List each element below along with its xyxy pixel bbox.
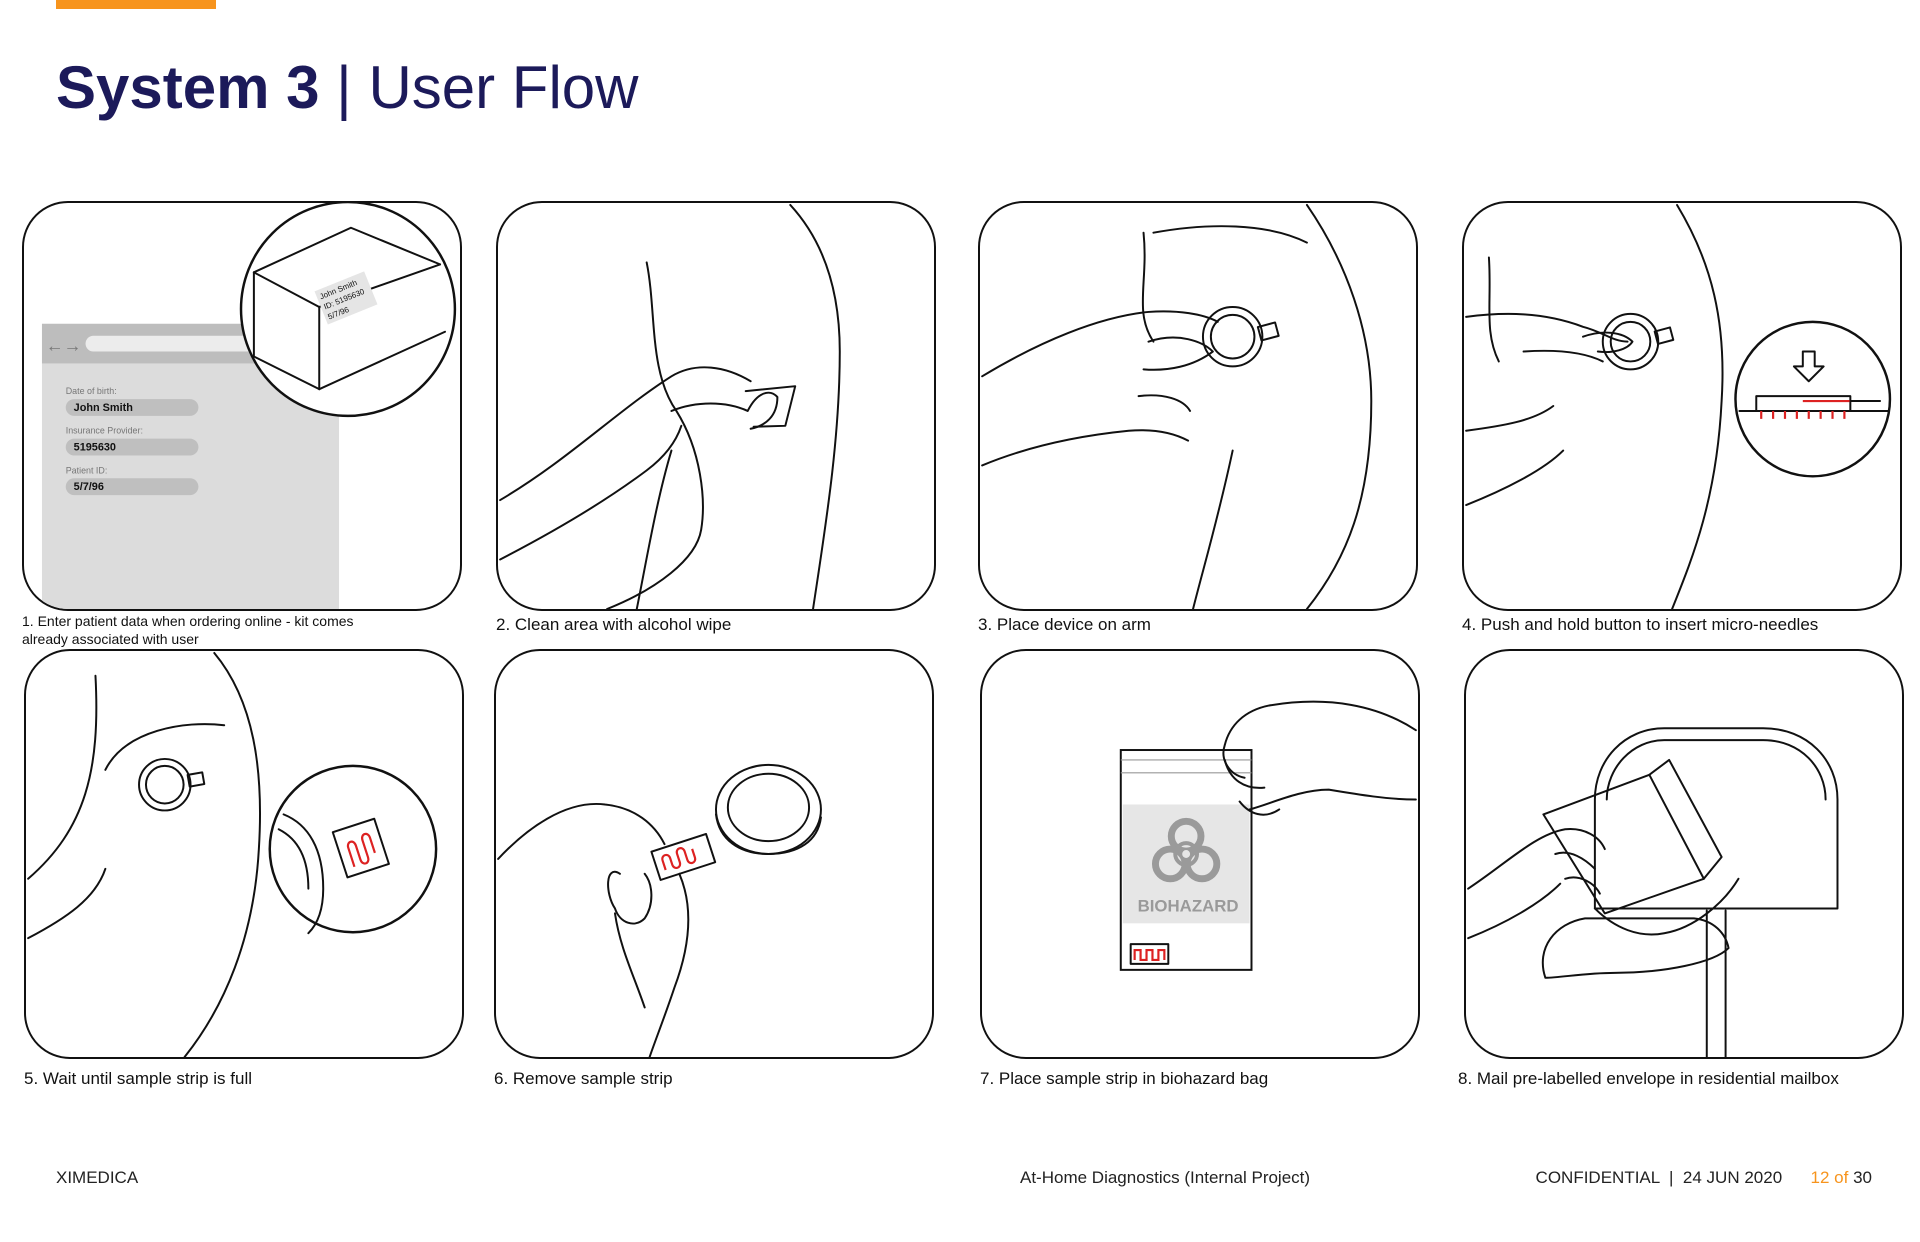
footer-separator: | bbox=[1669, 1168, 1674, 1187]
form-dob-label: Date of birth: bbox=[66, 386, 117, 396]
footer-date: 24 JUN 2020 bbox=[1682, 1168, 1783, 1187]
page-title: System 3 | User Flow bbox=[56, 52, 638, 124]
footer-page-total: 30 bbox=[1853, 1168, 1872, 1187]
footer-page-current: 12 bbox=[1810, 1168, 1830, 1187]
footer-company: XIMEDICA bbox=[56, 1168, 139, 1187]
form-dob-value: John Smith bbox=[74, 402, 133, 414]
step-3-illustration bbox=[981, 203, 1373, 609]
step-7-illustration: BIOHAZARD bbox=[1119, 700, 1417, 971]
step-8-panel bbox=[1464, 649, 1904, 1059]
step-3-panel bbox=[978, 201, 1418, 611]
biohazard-icon bbox=[1151, 817, 1221, 883]
step-2-caption: 2. Clean area with alcohol wipe bbox=[496, 615, 732, 634]
footer-page-of: of bbox=[1834, 1168, 1849, 1187]
step-2-panel bbox=[496, 201, 936, 611]
form-insurance-value: 5195630 bbox=[74, 442, 116, 454]
step-1-caption: 1. Enter patient data when ordering onli… bbox=[22, 613, 354, 647]
step-3-caption: 3. Place device on arm bbox=[978, 615, 1151, 634]
step-6-illustration bbox=[497, 763, 822, 1057]
step-4-caption: 4. Push and hold button to insert micro-… bbox=[1462, 615, 1819, 634]
step-5-caption: 5. Wait until sample strip is full bbox=[24, 1069, 252, 1088]
footer-confidential: CONFIDENTIAL bbox=[1535, 1168, 1660, 1187]
title-separator: | bbox=[319, 54, 369, 121]
accent-bar bbox=[56, 0, 216, 9]
step-8-caption: 8. Mail pre-labelled envelope in residen… bbox=[1458, 1069, 1839, 1088]
form-insurance-label: Insurance Provider: bbox=[66, 426, 143, 436]
footer-meta: CONFIDENTIAL | 24 JUN 2020 12 of 30 bbox=[1536, 1168, 1872, 1188]
step-7-panel: BIOHAZARD bbox=[980, 649, 1420, 1059]
title-rest: User Flow bbox=[368, 54, 639, 121]
form-patient-label: Patient ID: bbox=[66, 465, 108, 475]
title-bold: System 3 bbox=[56, 54, 320, 121]
step-4-panel bbox=[1462, 201, 1902, 611]
mailbox-icon bbox=[1541, 727, 1839, 1057]
form-patient-value: 5/7/96 bbox=[74, 481, 104, 493]
step-5-illustration bbox=[27, 651, 438, 1057]
step-8-illustration bbox=[1467, 727, 1839, 1057]
back-forward-arrows-icon: ←→ bbox=[46, 336, 82, 356]
step-7-caption: 7. Place sample strip in biohazard bag bbox=[980, 1069, 1269, 1088]
step-6-panel bbox=[494, 649, 934, 1059]
footer-project: At-Home Diagnostics (Internal Project) bbox=[1020, 1168, 1311, 1187]
step-4-illustration bbox=[1465, 203, 1892, 609]
step-1-panel: ←→ Date of birth: John Smith Insurance P… bbox=[22, 201, 462, 611]
step-6-caption: 6. Remove sample strip bbox=[494, 1069, 673, 1088]
step-5-panel bbox=[24, 649, 464, 1059]
step-2-illustration bbox=[499, 203, 841, 609]
biohazard-label: BIOHAZARD bbox=[1138, 896, 1239, 915]
step-1-illustration: ←→ Date of birth: John Smith Insurance P… bbox=[41, 203, 457, 609]
